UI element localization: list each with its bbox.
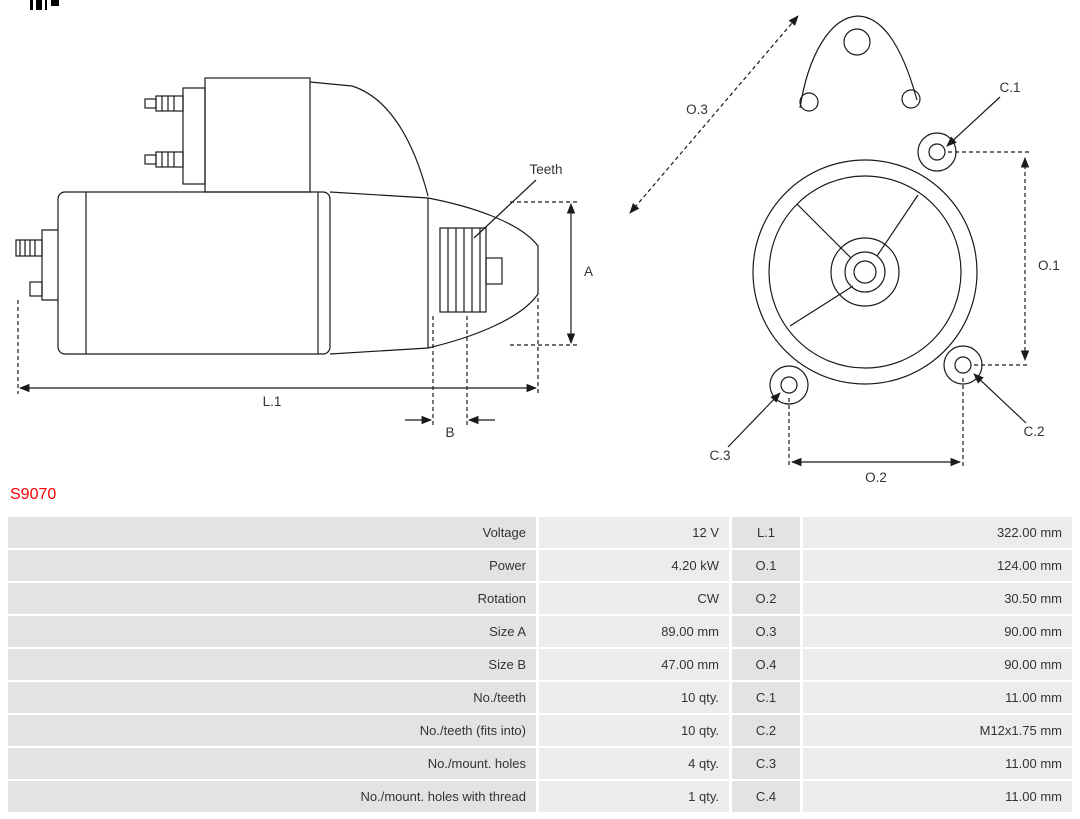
- spec-value: 4.20 kW: [539, 550, 729, 581]
- dim-label-c1: C.1: [999, 80, 1020, 95]
- table-row: Voltage 12 V L.1 322.00 mm: [8, 517, 1072, 548]
- spec-value: 1 qty.: [539, 781, 729, 812]
- table-row: Rotation CW O.2 30.50 mm: [8, 583, 1072, 614]
- spec-table: Voltage 12 V L.1 322.00 mm Power 4.20 kW…: [8, 517, 1072, 812]
- spec-dim-value: 90.00 mm: [803, 616, 1072, 647]
- table-row: No./teeth (fits into) 10 qty. C.2 M12x1.…: [8, 715, 1072, 746]
- dim-label-o3: O.3: [686, 102, 708, 117]
- spec-dim-code: C.3: [732, 748, 800, 779]
- dim-label-a: A: [584, 264, 593, 279]
- spec-dim-value: 11.00 mm: [803, 781, 1072, 812]
- spec-dim-value: 90.00 mm: [803, 649, 1072, 680]
- spec-dim-code: O.2: [732, 583, 800, 614]
- dim-label-c3: C.3: [709, 448, 730, 463]
- spec-value: 10 qty.: [539, 715, 729, 746]
- dim-label-o1: O.1: [1038, 258, 1060, 273]
- dim-label-b: B: [445, 425, 454, 440]
- side-view-dimension-lines: [17, 179, 577, 426]
- dim-label-c2: C.2: [1023, 424, 1044, 439]
- spec-value: 89.00 mm: [539, 616, 729, 647]
- spec-value: 12 V: [539, 517, 729, 548]
- table-row: No./mount. holes with thread 1 qty. C.4 …: [8, 781, 1072, 812]
- dim-label-l1: L.1: [263, 394, 282, 409]
- spec-value: CW: [539, 583, 729, 614]
- table-row: Size B 47.00 mm O.4 90.00 mm: [8, 649, 1072, 680]
- spec-value: 10 qty.: [539, 682, 729, 713]
- starter-side-view: [15, 77, 539, 355]
- spec-label: No./mount. holes: [8, 748, 536, 779]
- spec-label: Power: [8, 550, 536, 581]
- spec-label: No./teeth (fits into): [8, 715, 536, 746]
- spec-dim-code: O.1: [732, 550, 800, 581]
- spec-value: 47.00 mm: [539, 649, 729, 680]
- spec-label: Voltage: [8, 517, 536, 548]
- spec-value: 4 qty.: [539, 748, 729, 779]
- spec-label: Size B: [8, 649, 536, 680]
- spec-dim-value: 11.00 mm: [803, 682, 1072, 713]
- spec-dim-code: O.4: [732, 649, 800, 680]
- spec-label: Rotation: [8, 583, 536, 614]
- spec-label: No./teeth: [8, 682, 536, 713]
- spec-dim-code: O.3: [732, 616, 800, 647]
- spec-dim-code: C.2: [732, 715, 800, 746]
- dim-label-teeth: Teeth: [529, 162, 562, 177]
- part-number: S9070: [10, 486, 57, 503]
- barcode: [30, 0, 59, 10]
- table-row: No./mount. holes 4 qty. C.3 11.00 mm: [8, 748, 1072, 779]
- table-row: No./teeth 10 qty. C.1 11.00 mm: [8, 682, 1072, 713]
- table-row: Power 4.20 kW O.1 124.00 mm: [8, 550, 1072, 581]
- spec-dim-code: C.1: [732, 682, 800, 713]
- spec-dim-value: 124.00 mm: [803, 550, 1072, 581]
- table-row: Size A 89.00 mm O.3 90.00 mm: [8, 616, 1072, 647]
- spec-dim-value: 322.00 mm: [803, 517, 1072, 548]
- spec-dim-code: C.4: [732, 781, 800, 812]
- spec-label: Size A: [8, 616, 536, 647]
- spec-dim-code: L.1: [732, 517, 800, 548]
- technical-diagram: Teeth A L.1 B O.3 O.1 O.2 C.1 C.2 C.3: [15, 0, 1060, 485]
- starter-front-view: [752, 15, 983, 405]
- spec-dim-value: 11.00 mm: [803, 748, 1072, 779]
- spec-dim-value: 30.50 mm: [803, 583, 1072, 614]
- spec-label: No./mount. holes with thread: [8, 781, 536, 812]
- front-view-dimension-lines: [629, 15, 1030, 468]
- spec-dim-value: M12x1.75 mm: [803, 715, 1072, 746]
- dim-label-o2: O.2: [865, 470, 887, 485]
